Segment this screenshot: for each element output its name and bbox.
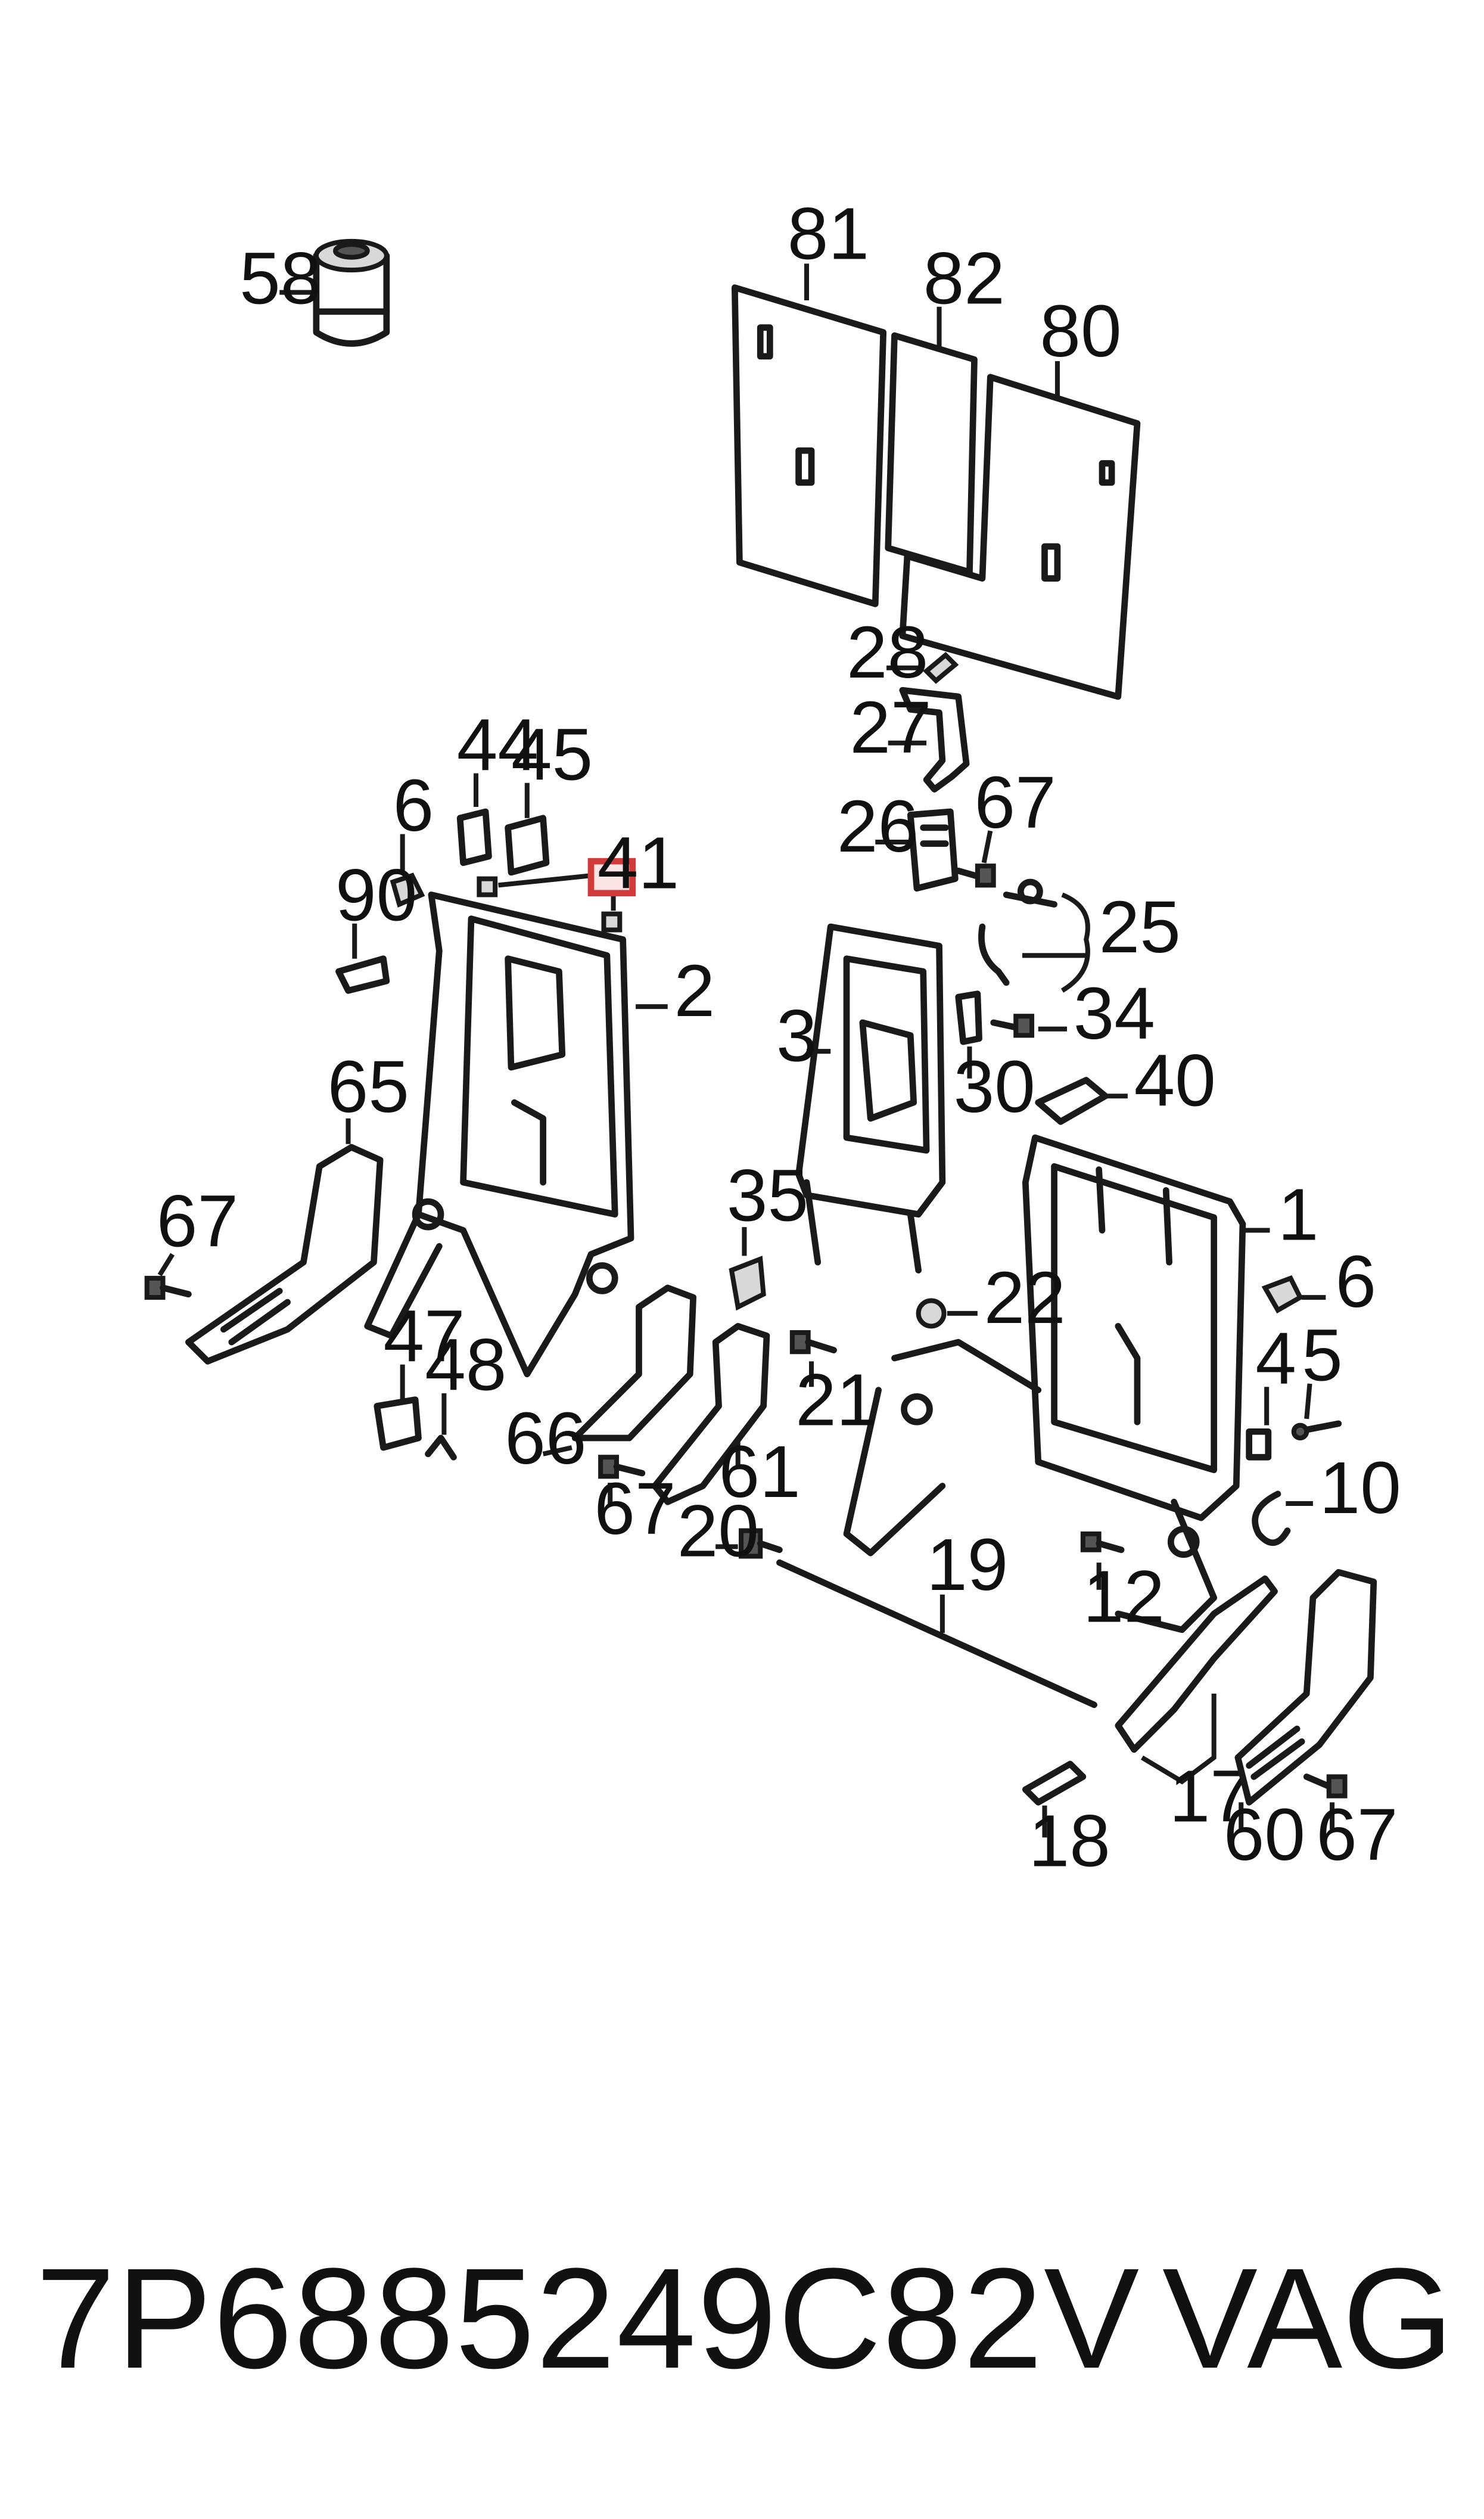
callout-60: 60 bbox=[1224, 1794, 1305, 1876]
brand-label: VAG bbox=[1162, 2238, 1454, 2398]
callout-90: 90 bbox=[335, 854, 417, 936]
part-19-rod bbox=[776, 1559, 1097, 1709]
exploded-parts-diagram: 58 81 82 80 28 27 26 67 bbox=[144, 192, 1401, 1883]
part-48-clip bbox=[425, 1434, 457, 1461]
callout-6-b: 6 bbox=[1335, 1241, 1376, 1323]
part-1-right-frame bbox=[843, 1134, 1246, 1633]
part-4-clip bbox=[1246, 1428, 1272, 1461]
callout-26: 26 bbox=[837, 785, 919, 868]
callout-35: 35 bbox=[727, 1154, 808, 1237]
part-2-left-frame bbox=[364, 892, 634, 1378]
part-10-clip bbox=[1252, 1490, 1291, 1546]
callout-82: 82 bbox=[923, 237, 1005, 319]
part-3-center-frame bbox=[795, 923, 946, 1274]
part-22-washer bbox=[916, 1298, 947, 1329]
part-18-cap bbox=[1022, 1760, 1087, 1806]
callout-48: 48 bbox=[425, 1324, 506, 1406]
callout-44: 44 bbox=[457, 704, 539, 786]
part-65-cover bbox=[185, 1144, 384, 1365]
callout-66: 66 bbox=[505, 1397, 586, 1480]
part-30-clip bbox=[955, 990, 982, 1045]
callout-40: 40 bbox=[1134, 1039, 1216, 1122]
callout-28: 28 bbox=[847, 611, 928, 694]
callout-20: 20 bbox=[677, 1490, 759, 1572]
callout-67-b: 67 bbox=[157, 1180, 238, 1262]
callout-30: 30 bbox=[954, 1046, 1035, 1128]
callout-21: 21 bbox=[795, 1359, 877, 1442]
part-45-cover bbox=[505, 815, 550, 876]
callout-41-highlight bbox=[587, 858, 636, 897]
part-28-clip bbox=[923, 651, 959, 684]
part-44-cover bbox=[456, 808, 492, 866]
part-58-cylinder bbox=[313, 238, 390, 347]
part-25-hardware bbox=[978, 878, 1057, 986]
part-26-latch bbox=[907, 808, 959, 892]
part-35-clip bbox=[729, 1256, 766, 1311]
callout-67-a: 67 bbox=[975, 762, 1056, 844]
part-67-bolt-upper bbox=[955, 864, 996, 888]
part-66-cover bbox=[571, 1284, 696, 1442]
part-61-cover bbox=[651, 1323, 770, 1505]
part-60-cover bbox=[1234, 1568, 1377, 1806]
callout-67-c: 67 bbox=[594, 1468, 676, 1550]
callout-18: 18 bbox=[1029, 1800, 1110, 1883]
part-82-panel bbox=[885, 332, 978, 576]
part-67-bolt-left bbox=[144, 1275, 192, 1300]
callout-1: 1 bbox=[1278, 1174, 1319, 1256]
part-5-screw bbox=[1291, 1420, 1342, 1441]
callout-2: 2 bbox=[674, 950, 715, 1032]
callout-67-d: 67 bbox=[1316, 1794, 1398, 1876]
part-number: 7P6885249C82V bbox=[36, 2238, 1141, 2398]
callout-4: 4 bbox=[1255, 1318, 1296, 1400]
callout-41: 41 bbox=[598, 822, 679, 905]
callout-45: 45 bbox=[511, 713, 593, 796]
callout-61: 61 bbox=[719, 1431, 801, 1513]
callout-47: 47 bbox=[383, 1295, 465, 1377]
part-47-clip bbox=[374, 1396, 422, 1451]
part-81-panel bbox=[731, 284, 887, 607]
callout-3: 3 bbox=[776, 995, 817, 1077]
part-90-bracket bbox=[335, 955, 390, 994]
part-12-bolt bbox=[1080, 1531, 1125, 1554]
callout-19: 19 bbox=[926, 1524, 1008, 1606]
callout-34: 34 bbox=[1074, 973, 1155, 1055]
part-6-knob-left bbox=[390, 872, 425, 908]
callout-58: 58 bbox=[239, 237, 321, 319]
part-34-bolt bbox=[990, 1014, 1035, 1038]
callout-10: 10 bbox=[1320, 1447, 1401, 1529]
part-67-bolt-mid bbox=[598, 1455, 646, 1479]
callout-12: 12 bbox=[1083, 1555, 1165, 1638]
callout-80: 80 bbox=[1040, 290, 1121, 372]
callout-5: 5 bbox=[1302, 1315, 1343, 1397]
part-80-panel bbox=[899, 374, 1141, 700]
part-20-gear bbox=[739, 1528, 783, 1559]
callout-27: 27 bbox=[850, 687, 931, 769]
callout-65: 65 bbox=[328, 1046, 409, 1128]
part-40-cover bbox=[1035, 1077, 1109, 1125]
part-67-bolt-lower-right bbox=[1303, 1773, 1348, 1799]
callout-17: 17 bbox=[1169, 1756, 1251, 1838]
footer: 7P6885249C82V VAG bbox=[36, 2229, 1454, 2408]
callout-81: 81 bbox=[788, 192, 869, 275]
part-41-cap-highlighted bbox=[477, 876, 623, 933]
part-27-bracket bbox=[899, 687, 970, 793]
part-17-trim bbox=[1115, 1575, 1278, 1753]
callout-25: 25 bbox=[1099, 886, 1181, 968]
part-6-knob-right bbox=[1261, 1275, 1303, 1314]
callout-22: 22 bbox=[984, 1257, 1066, 1339]
callout-6-a: 6 bbox=[393, 765, 434, 847]
part-21-bolt bbox=[789, 1330, 837, 1355]
